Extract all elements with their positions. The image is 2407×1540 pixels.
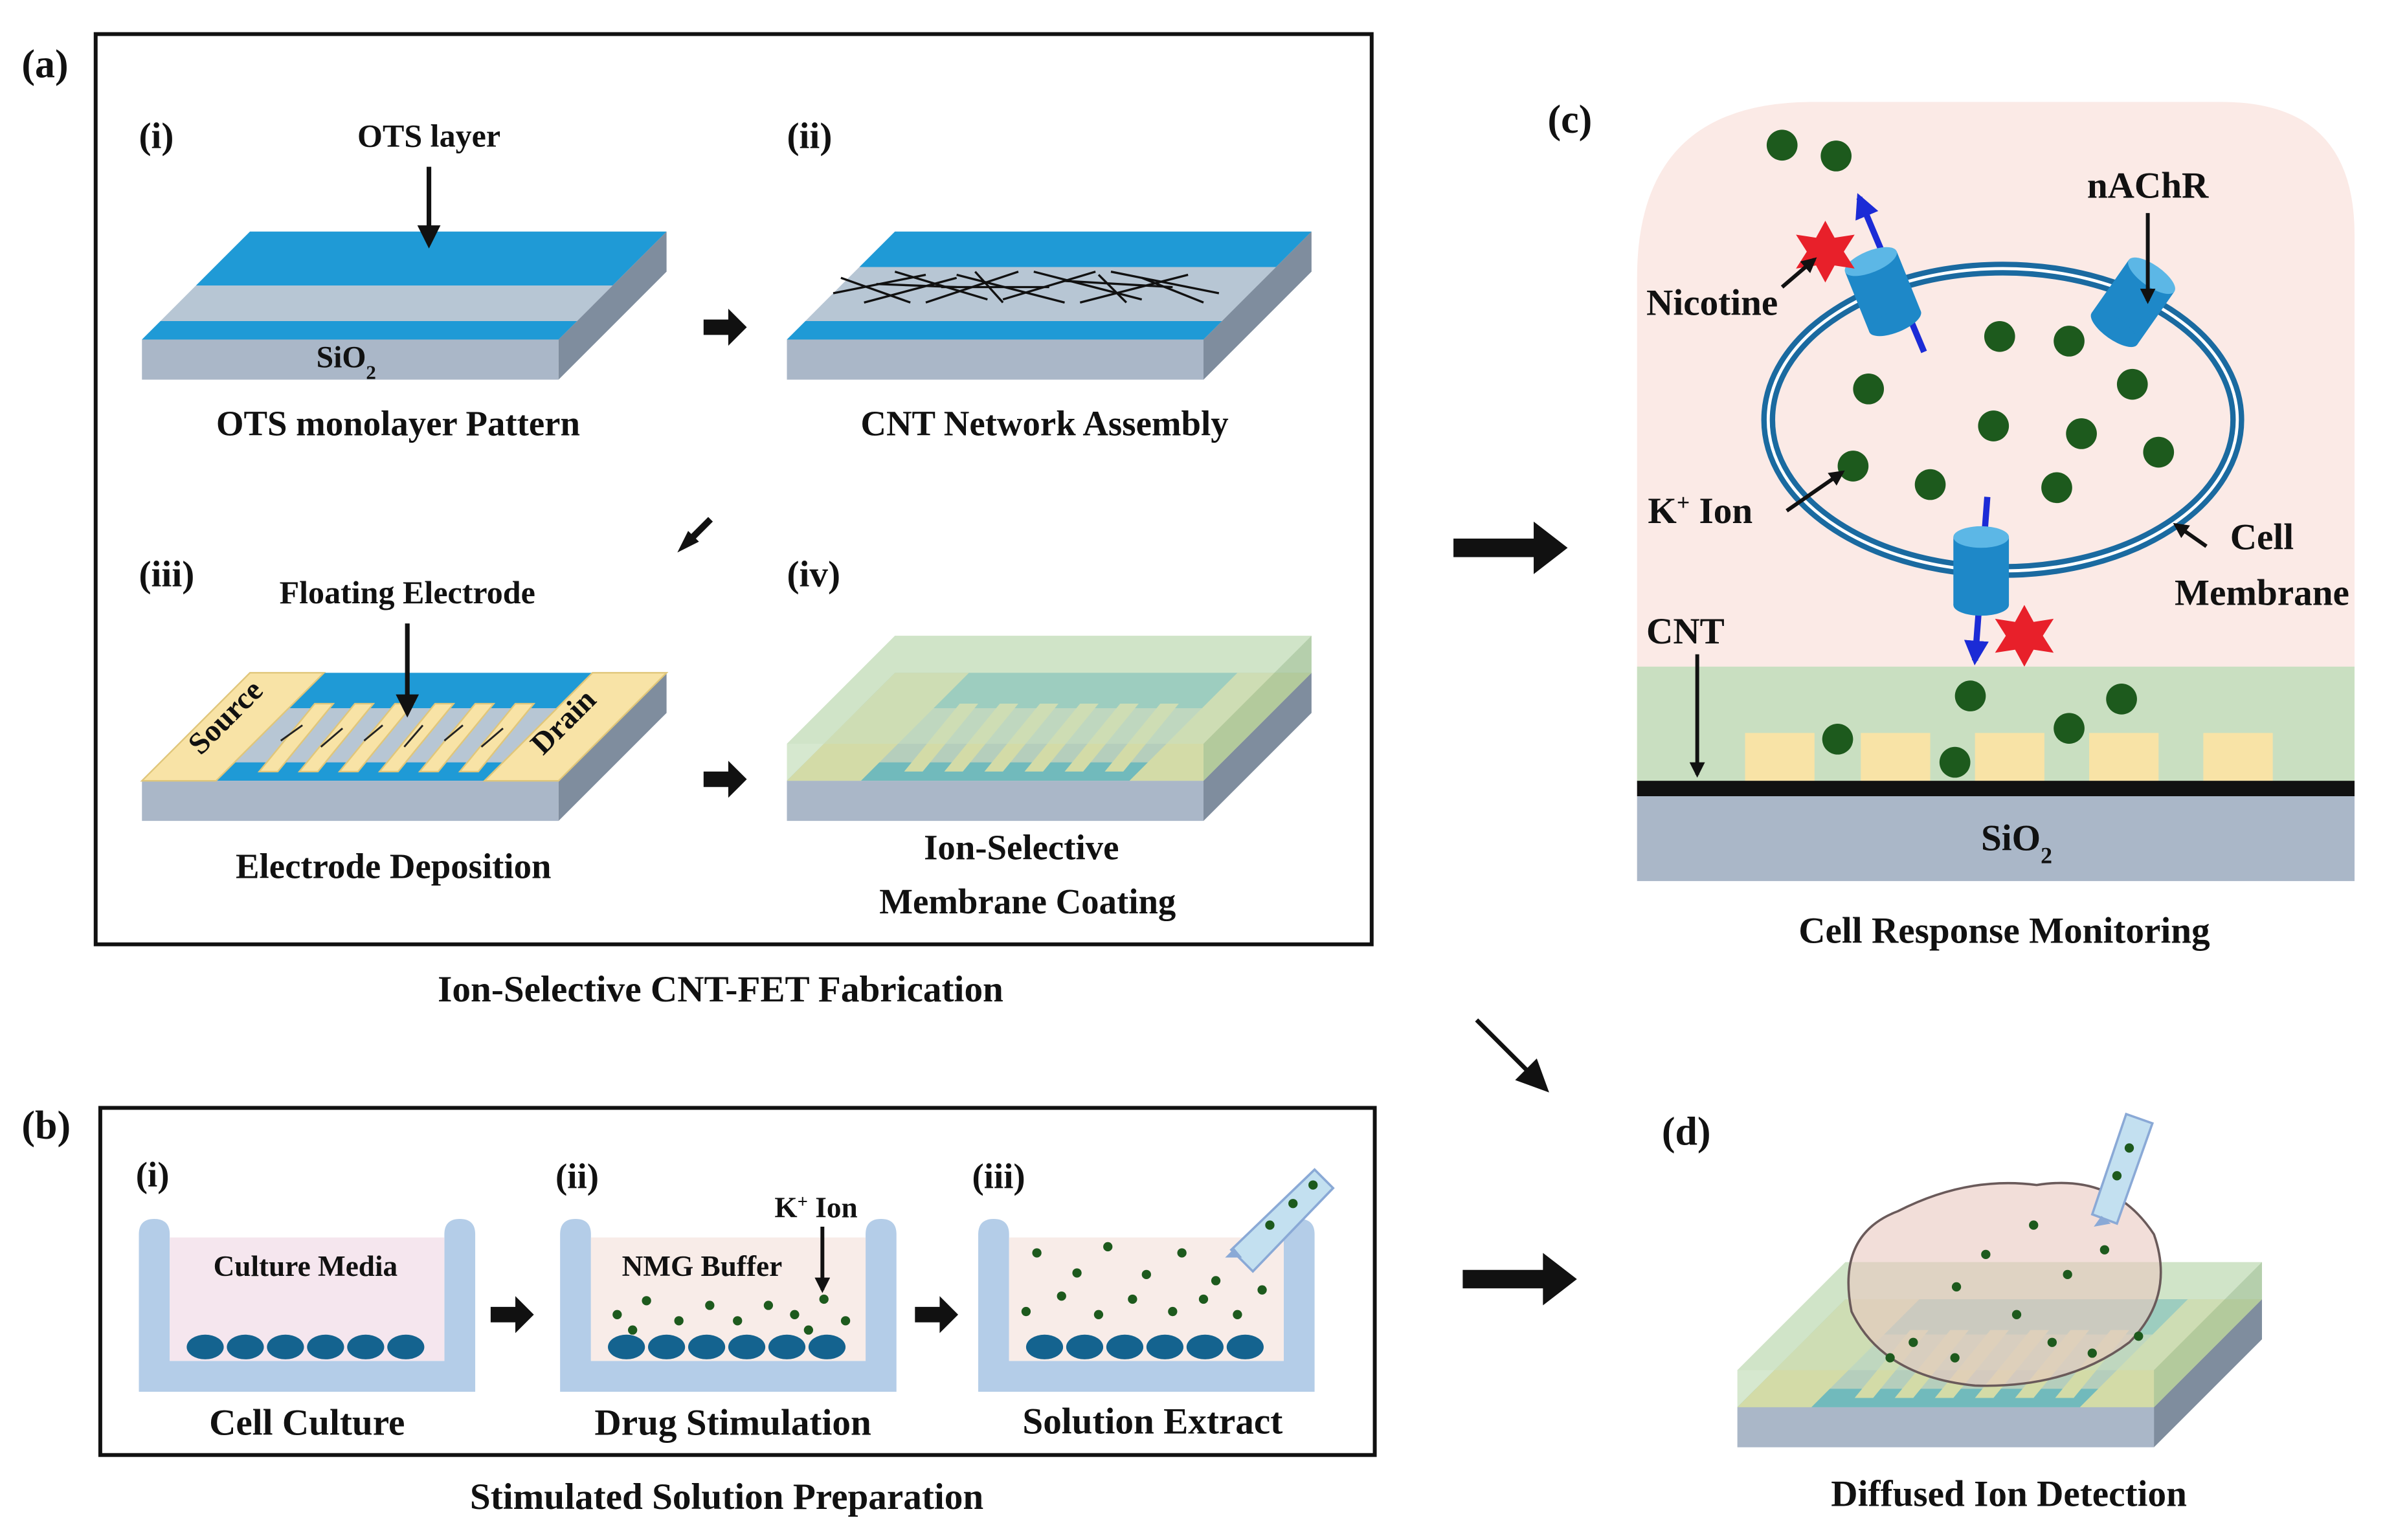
panel-a-label: (a) (21, 42, 68, 86)
ots-pattern-chip (142, 231, 667, 380)
sio2-label-c: SiO2 (1981, 818, 2052, 868)
panel-d-label: (d) (1662, 1110, 1711, 1154)
cell-membrane-label-1: Cell (2230, 517, 2294, 558)
step-a-ii-roman: (ii) (787, 116, 832, 157)
step-a-i-roman: (i) (139, 116, 174, 157)
step-a-iv-roman: (iv) (787, 554, 840, 595)
stimulation-well (560, 1219, 897, 1392)
step-a-iv-caption-2: Membrane Coating (879, 882, 1176, 921)
sio2-label-a: SiO2 (317, 340, 376, 383)
flow-arrow-a-2 (677, 517, 713, 553)
step-a-ii-caption: CNT Network Assembly (860, 403, 1228, 443)
flow-arrow-b-1 (490, 1296, 534, 1334)
source-electrode (140, 672, 326, 782)
k-ion-arrow-c (1786, 470, 1845, 513)
pipette-b (1225, 1168, 1335, 1273)
k-ions-c (1766, 129, 2175, 778)
panel-a-frame (93, 32, 1374, 946)
step-a-iii: (iii) Floating Electrode (139, 554, 669, 886)
cnt-strands-iii (280, 724, 504, 748)
step-a-i: (i) OTS layer SiO2 OTS monolayer Pattern (139, 116, 667, 443)
panel-a: (a) (i) OTS layer SiO2 OTS monolayer Pat… (21, 32, 1374, 1010)
nicotine-arrow (1780, 257, 1817, 289)
extract-well (978, 1219, 1315, 1392)
cell-layer-iii (1025, 1334, 1264, 1359)
panel-c-caption: Cell Response Monitoring (1798, 910, 2210, 951)
cnt-label-c: CNT (1646, 611, 1725, 652)
nachr-label: nAChR (2087, 165, 2209, 206)
panel-c-label: (c) (1547, 98, 1592, 142)
channel-top-right (2090, 257, 2175, 348)
membrane-coated-chip (787, 636, 1312, 821)
step-a-iv: (iv) (787, 554, 1312, 921)
electrodes-c (1745, 733, 2273, 783)
nicotine-star-1 (1796, 221, 1855, 283)
culture-well (139, 1219, 476, 1392)
step-a-ii: (ii) CNT Network Ass (787, 116, 1312, 443)
arrow-a-to-c (1453, 521, 1568, 574)
step-b-i: (i) Culture Media Cell Culture (136, 1155, 476, 1444)
step-b-i-roman: (i) (136, 1155, 170, 1194)
pipette-d (2090, 1112, 2155, 1227)
cnt-network-chip (787, 231, 1312, 380)
channel-top-left (1844, 193, 1927, 353)
arrow-b-to-d (1462, 1253, 1577, 1306)
cell-membrane-arrow (2173, 522, 2208, 548)
floating-electrode-label: Floating Electrode (280, 574, 535, 610)
step-b-ii: (ii) NMG Buffer K+ Ion Drug Stimulation (555, 1156, 897, 1444)
panel-b: (b) (i) Culture Media Cell Culture (ii) (21, 1104, 1377, 1517)
step-a-i-caption: OTS monolayer Pattern (216, 403, 580, 443)
nicotine-label: Nicotine (1646, 282, 1778, 323)
panel-b-frame (98, 1106, 1377, 1457)
nicotine-star-2 (1995, 605, 2054, 667)
step-a-iv-caption-1: Ion-Selective (924, 828, 1119, 867)
electrode-chip (140, 672, 669, 821)
flow-arrow-a-1 (703, 308, 747, 346)
step-b-iii-roman: (iii) (972, 1156, 1025, 1196)
flow-arrow-b-2 (915, 1296, 959, 1334)
panel-b-caption: Stimulated Solution Preparation (470, 1477, 983, 1517)
drain-electrode (482, 672, 669, 782)
k-ion-label-b: K+ Ion (774, 1192, 857, 1224)
step-b-i-caption: Cell Culture (209, 1403, 405, 1444)
cell-membrane-label-2: Membrane (2175, 572, 2349, 613)
cell-layer-ii (608, 1334, 846, 1359)
panel-a-caption: Ion-Selective CNT-FET Fabrication (438, 969, 1003, 1010)
step-a-iii-caption: Electrode Deposition (236, 846, 552, 886)
cell-layer-i (186, 1334, 425, 1359)
ions-iii (1021, 1242, 1267, 1319)
arrow-a-to-d (1475, 1018, 1549, 1093)
panel-c: (c) SiO2 (1547, 98, 2355, 951)
cnt-layer-c (1637, 781, 2355, 797)
solution-droplet (1847, 1181, 2162, 1387)
ions-ii (612, 1294, 851, 1335)
flow-arrow-a-3 (703, 761, 747, 798)
nmg-buffer-label: NMG Buffer (622, 1250, 783, 1282)
k-ions-d (1885, 1220, 2144, 1363)
panel-d-caption: Diffused Ion Detection (1831, 1473, 2187, 1514)
step-b-iii: (iii) Solution Extract (972, 1156, 1335, 1442)
culture-media-label: Culture Media (214, 1250, 398, 1282)
panel-b-label: (b) (21, 1104, 71, 1148)
step-b-iii-caption: Solution Extract (1022, 1401, 1282, 1442)
channel-bottom (1953, 497, 2010, 665)
panel-d: (d) (1662, 1110, 2262, 1514)
sio2-substrate-c (1637, 796, 2355, 882)
step-b-ii-caption: Drug Stimulation (594, 1403, 871, 1444)
cnt-strands (833, 271, 1220, 304)
ots-layer-label: OTS layer (357, 118, 500, 154)
step-a-iii-roman: (iii) (139, 554, 195, 595)
floating-electrode-bars (257, 702, 536, 773)
k-ion-label-c: K+ Ion (1648, 489, 1752, 531)
step-b-ii-roman: (ii) (555, 1156, 599, 1196)
